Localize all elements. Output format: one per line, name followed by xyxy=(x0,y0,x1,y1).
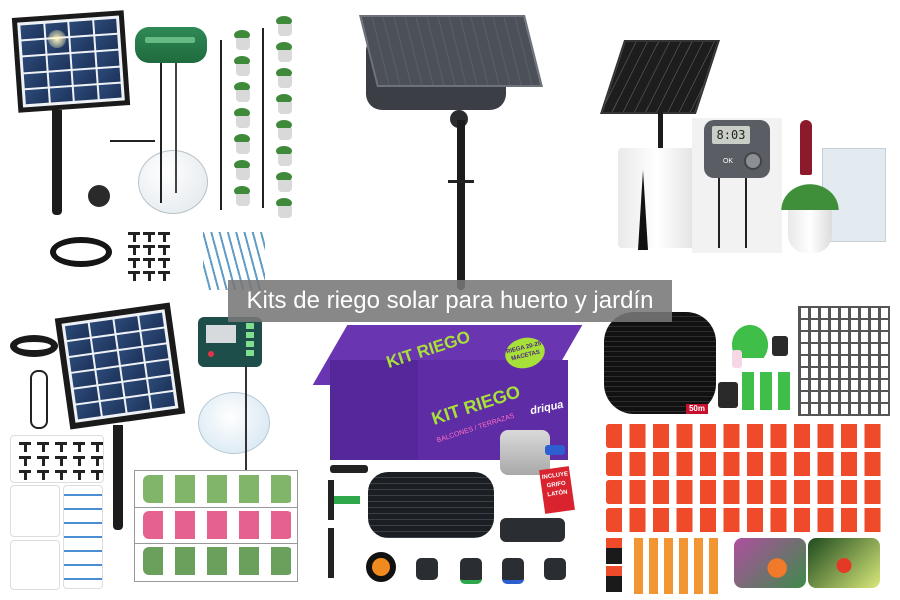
dripper-blue xyxy=(502,558,524,584)
product-image-bottom-right[interactable]: 50m xyxy=(600,300,900,600)
water-bowl xyxy=(138,150,208,214)
hooks-box xyxy=(10,485,60,537)
tube-line xyxy=(110,140,155,142)
hose-coil xyxy=(604,312,716,414)
included-tap-tag: INCLUYE GRIFO LATÓN xyxy=(539,466,575,514)
product-image-top-right[interactable]: 8:03 OK xyxy=(600,0,900,300)
product-image-top-center[interactable] xyxy=(300,0,600,300)
tap-handle xyxy=(545,445,565,455)
water-bowl xyxy=(198,392,270,454)
hose-connector xyxy=(772,336,788,356)
plants-column-1 xyxy=(232,30,252,210)
green-controller xyxy=(135,27,207,63)
drip-line xyxy=(262,28,264,208)
dial-knob xyxy=(744,152,762,170)
tubing-coil xyxy=(368,472,494,538)
solar-panel xyxy=(359,15,543,87)
tap-adapter xyxy=(718,382,738,408)
green-adapters xyxy=(742,372,794,410)
green-cap xyxy=(334,496,360,504)
tubing-coil xyxy=(10,335,58,357)
usage-photo-1 xyxy=(734,538,806,588)
sun-glare xyxy=(48,30,66,48)
panel-stake xyxy=(457,120,465,290)
solar-panel xyxy=(54,302,186,430)
white-pedestal xyxy=(618,148,696,248)
kit-box-front xyxy=(330,360,420,460)
dripper-green xyxy=(460,558,482,584)
product-image-bottom-center[interactable]: KIT RIEGO KIT RIEGO BALCONES / TERRAZAS … xyxy=(300,300,600,600)
cable xyxy=(745,178,747,248)
teal-controller xyxy=(198,317,262,367)
plants-column-2 xyxy=(274,16,294,218)
hose-length-label: 50m xyxy=(686,404,708,414)
connector xyxy=(330,465,368,473)
tee-fitting xyxy=(328,528,334,578)
tee-connectors xyxy=(128,232,170,292)
product-image-top-left[interactable] xyxy=(0,0,300,300)
filter xyxy=(500,518,565,542)
timer-controller: 8:03 OK xyxy=(704,120,770,178)
plant-flower xyxy=(800,120,812,175)
end-cap xyxy=(416,558,438,580)
tubing-coil xyxy=(50,237,112,267)
brass-tap xyxy=(500,430,550,475)
usage-photo-2 xyxy=(808,538,880,588)
solar-panel xyxy=(600,40,721,114)
panel-stake xyxy=(52,110,62,215)
tube-line xyxy=(245,365,247,470)
solar-panel xyxy=(11,10,131,113)
ground-spike xyxy=(638,170,648,250)
cable xyxy=(718,178,720,248)
lcd-display: 8:03 xyxy=(712,126,750,144)
tape-roll xyxy=(732,350,742,368)
y-splitter xyxy=(722,314,778,358)
panel-stake xyxy=(113,425,123,530)
tee-assortment xyxy=(798,306,890,416)
screws-box xyxy=(10,540,60,590)
wall-mount xyxy=(88,185,110,207)
product-image-bottom-left[interactable] xyxy=(0,300,300,600)
plant-pot xyxy=(788,205,832,253)
red-drippers xyxy=(606,424,888,534)
tees-box xyxy=(10,435,104,483)
ok-button: OK xyxy=(722,158,734,165)
power-cable xyxy=(30,370,48,429)
caption-text: Kits de riego solar para huerto y jardín xyxy=(246,287,654,314)
panel-pole xyxy=(658,110,663,150)
caption-banner: Kits de riego solar para huerto y jardín xyxy=(228,280,672,322)
stakes-box xyxy=(63,485,103,589)
red-dripper-single xyxy=(606,538,622,592)
tube-line xyxy=(175,63,177,193)
tee-fitting xyxy=(328,480,334,520)
teflon-tape xyxy=(366,552,396,582)
tube-line xyxy=(160,63,162,203)
dripper-black xyxy=(544,558,566,580)
drip-line xyxy=(220,40,222,210)
stake-flange xyxy=(448,180,474,183)
orange-nozzles xyxy=(634,538,724,594)
plant-grid xyxy=(134,470,298,582)
